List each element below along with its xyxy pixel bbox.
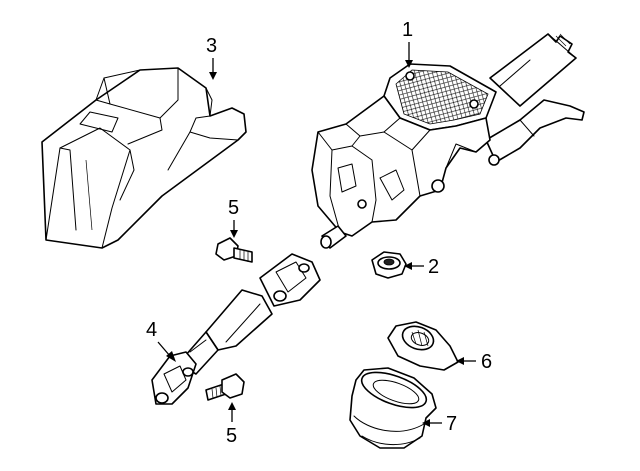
callout-4: 4 bbox=[146, 319, 176, 362]
callout-3-label: 3 bbox=[206, 35, 217, 57]
callout-5-upper-label: 5 bbox=[228, 197, 239, 219]
part-7-boot bbox=[349, 367, 437, 449]
callout-6-label: 6 bbox=[481, 351, 492, 373]
part-6-seal bbox=[387, 321, 459, 371]
callout-5-lower: 5 bbox=[226, 402, 237, 447]
part-5-bolt-lower bbox=[205, 373, 245, 401]
callout-1-label: 1 bbox=[402, 19, 413, 41]
callout-6: 6 bbox=[456, 351, 492, 373]
part-2-nut bbox=[371, 251, 407, 279]
callout-3: 3 bbox=[206, 35, 217, 80]
part-5-bolt-upper bbox=[215, 237, 253, 263]
part-1-steering-column bbox=[311, 33, 585, 249]
callout-5-lower-label: 5 bbox=[226, 425, 237, 447]
callout-2: 2 bbox=[404, 256, 439, 278]
part-4-intermediate-shaft bbox=[151, 253, 321, 405]
callout-2-label: 2 bbox=[428, 256, 439, 278]
part-3-column-cover bbox=[41, 67, 247, 249]
callout-7: 7 bbox=[422, 413, 457, 435]
callout-1: 1 bbox=[402, 19, 413, 68]
callout-5-upper: 5 bbox=[228, 197, 239, 238]
callout-7-label: 7 bbox=[446, 413, 457, 435]
callout-4-label: 4 bbox=[146, 319, 157, 341]
